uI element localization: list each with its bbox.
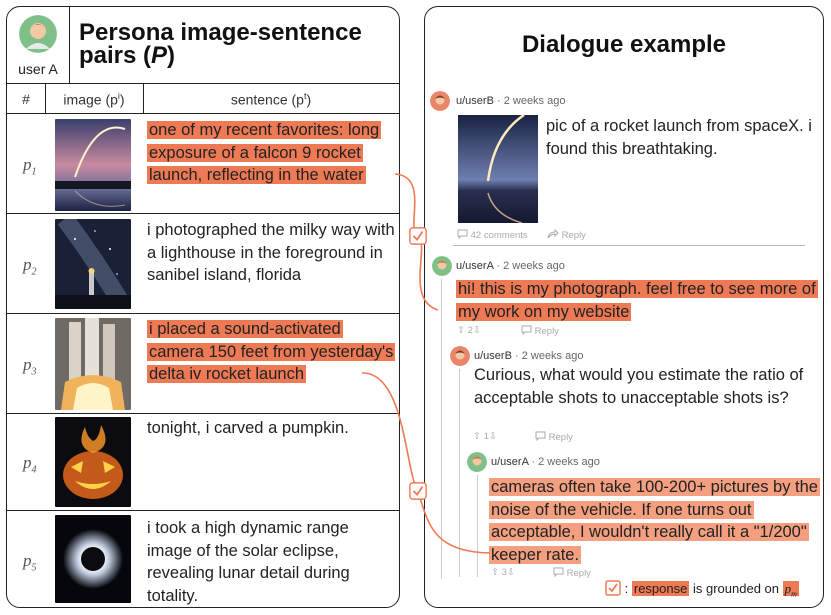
vote-controls[interactable]: ⇧ 3⇩ <box>491 567 515 578</box>
post-text: pic of a rocket launch from spaceX. i fo… <box>546 117 812 158</box>
dialogue-panel: Dialogue example u/userB · 2 weeks ago p… <box>424 6 824 608</box>
persona-panel: user A Persona image-sentence pairs (P) … <box>6 6 400 608</box>
downvote-icon[interactable]: ⇩ <box>506 567 515 578</box>
comment-icon <box>553 567 564 578</box>
upvote-icon[interactable]: ⇧ <box>491 567 499 578</box>
user-avatar-icon <box>19 15 57 53</box>
reply-button[interactable]: Reply <box>521 325 559 337</box>
row-label-p3: p3 <box>23 355 37 378</box>
divider <box>45 83 46 113</box>
row-label-p2: p2 <box>23 255 37 278</box>
persona-sentence-p4: tonight, i carved a pumpkin. <box>147 419 349 437</box>
column-header-sentence: sentence (pt) <box>230 91 312 108</box>
divider <box>7 213 399 214</box>
post-text: hi! this is my photograph. feel free to … <box>456 280 818 321</box>
rocket-post-image <box>458 115 538 223</box>
row-label-p4: p4 <box>23 453 37 476</box>
divider <box>143 83 144 113</box>
persona-sentence-p5: i took a high dynamic range image of the… <box>147 519 350 605</box>
divider <box>7 113 399 114</box>
comment-icon <box>535 431 546 442</box>
upvote-icon[interactable]: ⇧ <box>473 431 481 442</box>
persona-sentence-p3: i placed a sound-activated camera 150 fe… <box>147 320 396 383</box>
solar-eclipse-photo <box>55 515 131 603</box>
milky-way-lighthouse-photo <box>55 219 131 309</box>
thread-line <box>477 475 478 577</box>
divider <box>453 245 805 246</box>
username-link[interactable]: u/userB <box>456 95 494 107</box>
page-title: Persona image-sentence pairs (P) <box>79 19 362 69</box>
share-arrow-icon <box>547 228 559 239</box>
thread-line <box>459 369 460 577</box>
vote-controls[interactable]: ⇧ 1⇩ <box>473 431 497 442</box>
post-meta: u/userB · 2 weeks ago <box>474 350 584 362</box>
user-avatar-icon <box>450 346 470 366</box>
carved-pumpkin-photo <box>55 417 131 507</box>
user-label: user A <box>18 61 58 77</box>
divider <box>7 313 399 314</box>
column-header-image: image (pi) <box>63 91 125 108</box>
divider <box>7 83 399 84</box>
check-icon <box>409 482 427 500</box>
username-link[interactable]: u/userA <box>456 260 494 272</box>
reply-button[interactable]: Reply <box>553 567 591 579</box>
post-meta: u/userA · 2 weeks ago <box>491 456 600 468</box>
column-header-index: # <box>22 91 30 107</box>
post-meta: u/userA · 2 weeks ago <box>456 260 565 272</box>
upvote-icon[interactable]: ⇧ <box>457 325 465 336</box>
downvote-icon[interactable]: ⇩ <box>488 431 497 442</box>
user-avatar-icon <box>467 452 487 472</box>
comments-link[interactable]: 42 comments <box>457 229 528 241</box>
downvote-icon[interactable]: ⇩ <box>472 325 481 336</box>
legend: : response is grounded on pm <box>605 580 799 599</box>
comment-icon <box>457 229 468 240</box>
username-link[interactable]: u/userB <box>474 350 512 362</box>
user-a-header: user A <box>7 7 70 83</box>
username-link[interactable]: u/userA <box>491 456 529 468</box>
reply-button[interactable]: Reply <box>535 431 573 443</box>
persona-sentence-p1: one of my recent favorites: long exposur… <box>147 121 382 184</box>
post-meta: u/userB · 2 weeks ago <box>456 95 566 107</box>
delta-iv-launch-photo <box>55 318 131 410</box>
row-label-p5: p5 <box>23 551 37 574</box>
reply-button[interactable]: Reply <box>547 228 586 241</box>
thread-line <box>441 279 442 579</box>
row-label-p1: p1 <box>23 155 37 178</box>
persona-sentence-p2: i photographed the milky way with a ligh… <box>147 221 395 284</box>
post-text: Curious, what would you estimate the rat… <box>474 366 804 407</box>
vote-controls[interactable]: ⇧ 2⇩ <box>457 325 481 336</box>
check-icon <box>605 580 621 596</box>
user-avatar-icon <box>432 256 452 276</box>
dialogue-title: Dialogue example <box>521 31 727 58</box>
user-avatar-icon <box>430 91 450 111</box>
check-icon <box>409 227 427 245</box>
divider <box>7 510 399 511</box>
divider <box>7 413 399 414</box>
comment-icon <box>521 325 532 336</box>
post-text: cameras often take 100-200+ pictures by … <box>489 478 820 564</box>
rocket-launch-photo <box>55 119 131 211</box>
